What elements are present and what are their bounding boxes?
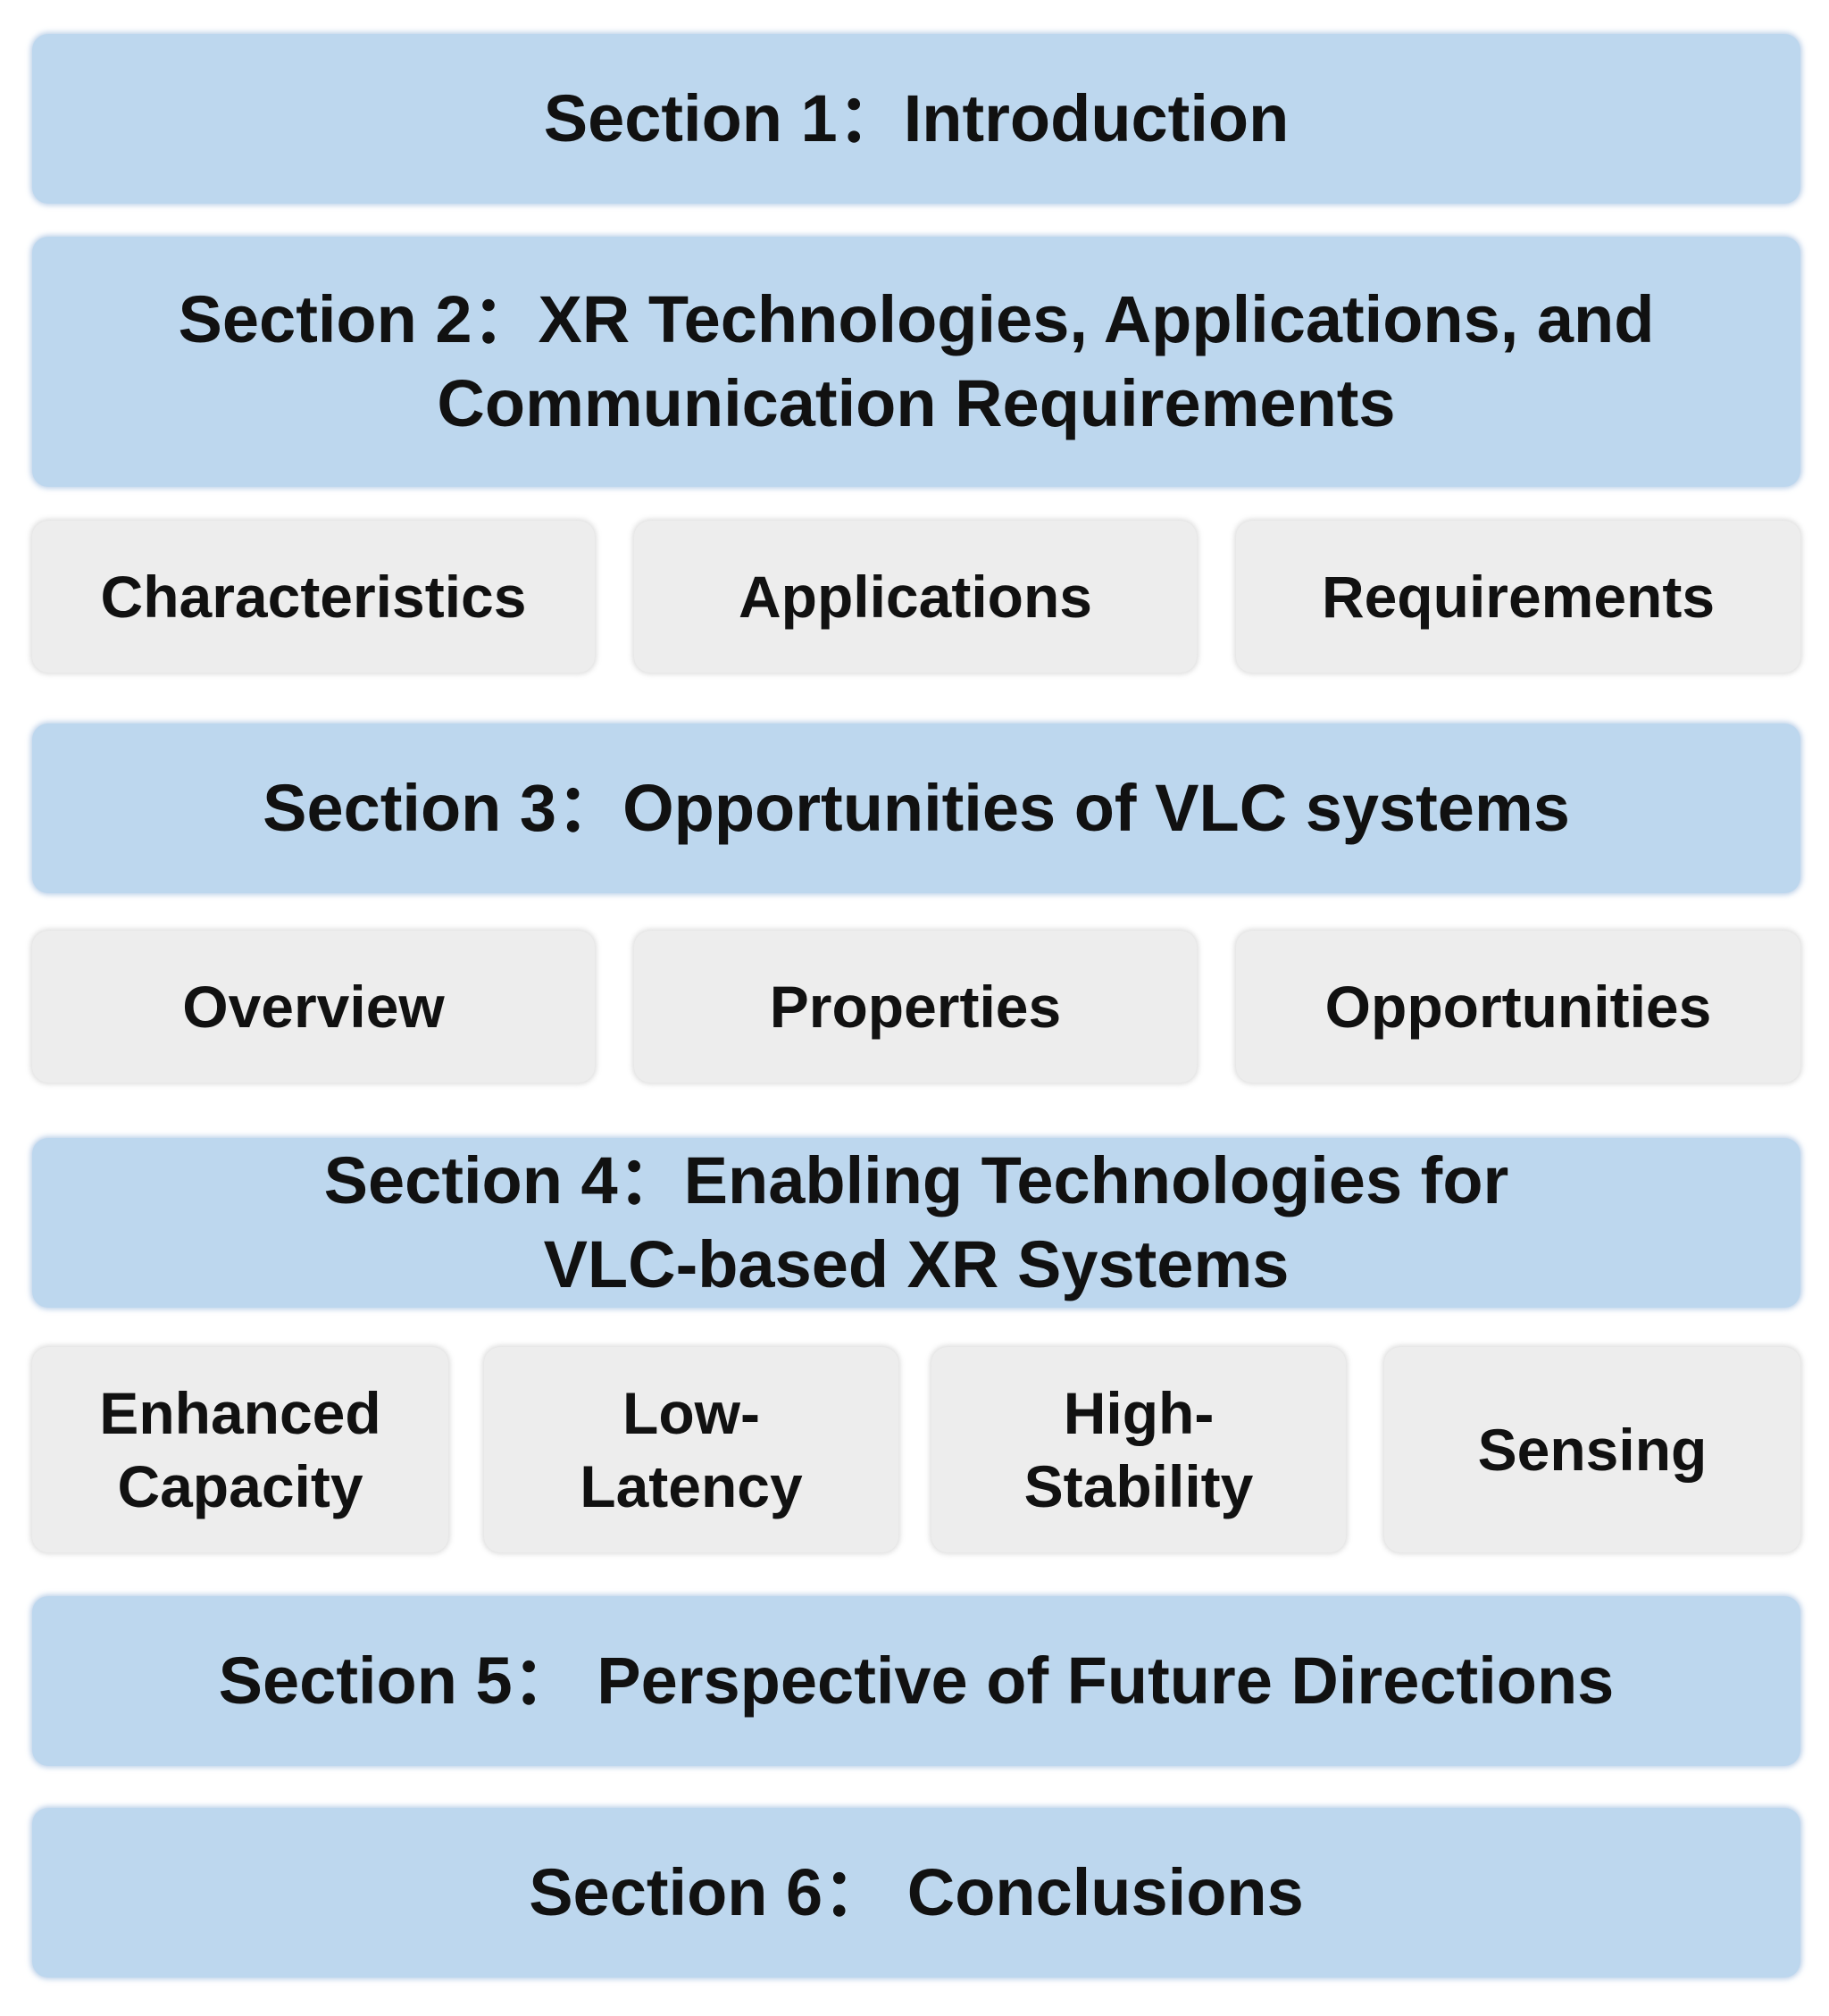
section-2-topic-requirements: Requirements [1236, 521, 1800, 673]
section-5-title: Section 5： Perspective of Future Directi… [218, 1644, 1615, 1718]
topic-label: Characteristics [100, 564, 527, 630]
section-3-box: Section 3：Opportunities of VLC systems [32, 724, 1800, 893]
section-6-box: Section 6： Conclusions [32, 1808, 1800, 1978]
section-4-title: Section 4：Enabling Technologies for VLC-… [323, 1143, 1509, 1301]
section-4-topic-sensing: Sensing [1384, 1347, 1800, 1552]
section-2-topic-characteristics: Characteristics [32, 521, 595, 673]
topic-label: Enhanced Capacity [99, 1380, 381, 1519]
topic-label: High- Stability [1023, 1380, 1254, 1519]
topic-label: Low- Latency [580, 1380, 803, 1519]
section-3-topic-opportunities: Opportunities [1236, 931, 1800, 1083]
section-4-topic-enhanced-capacity: Enhanced Capacity [32, 1347, 448, 1552]
section-6-title: Section 6： Conclusions [529, 1855, 1304, 1929]
topic-label: Applications [738, 564, 1093, 630]
section-5-box: Section 5： Perspective of Future Directi… [32, 1596, 1800, 1766]
topic-label: Properties [769, 974, 1062, 1040]
topic-label: Opportunities [1324, 974, 1712, 1040]
section-3-topic-overview: Overview [32, 931, 595, 1083]
section-2-title: Section 2：XR Technologies, Applications,… [178, 282, 1655, 440]
topic-label: Overview [182, 974, 445, 1040]
topic-label: Sensing [1477, 1417, 1708, 1483]
section-3-title: Section 3：Opportunities of VLC systems [263, 771, 1570, 845]
section-4-topic-high-stability: High- Stability [931, 1347, 1346, 1552]
section-4-box: Section 4：Enabling Technologies for VLC-… [32, 1138, 1800, 1308]
section-2-topic-applications: Applications [634, 521, 1197, 673]
section-3-topic-properties: Properties [634, 931, 1197, 1083]
section-1-box: Section 1：Introduction [32, 34, 1800, 204]
section-1-title: Section 1：Introduction [543, 81, 1290, 155]
section-2-box: Section 2：XR Technologies, Applications,… [32, 237, 1800, 487]
topic-label: Requirements [1321, 564, 1716, 630]
section-4-topic-low-latency: Low- Latency [484, 1347, 898, 1552]
